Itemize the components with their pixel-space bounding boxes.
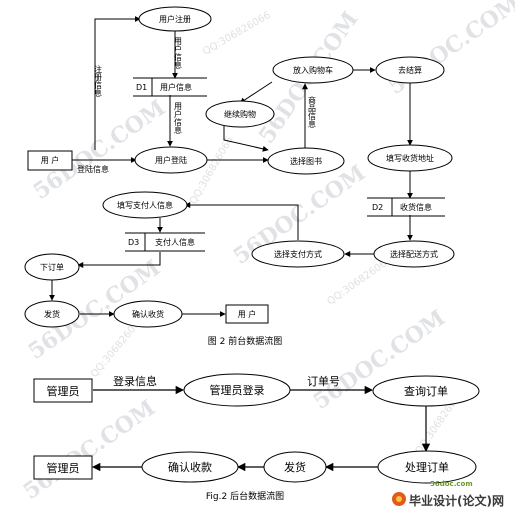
front-caption: 图 2 前台数据流图 bbox=[208, 335, 282, 347]
brand-watermark: 56doc.com 毕业设计(论文)网 bbox=[392, 480, 504, 508]
process-admin-login-label: 管理员登录 bbox=[210, 383, 265, 397]
flow-label-order-no: 订单号 bbox=[307, 375, 340, 388]
flow-d3-to-order bbox=[77, 252, 161, 268]
entity-admin-out: 管理员 bbox=[33, 455, 93, 480]
process-delivery: 选择配送方式 bbox=[373, 240, 455, 268]
brand-name: 毕业设计(论文)网 bbox=[409, 493, 504, 508]
flow-label-user-info-2: 用户信息 bbox=[174, 102, 183, 134]
datastore-d1-name: 用户信息 bbox=[160, 82, 192, 92]
flow-label-reg-info: 注册信息 bbox=[94, 64, 103, 97]
process-ship: 发货 bbox=[24, 300, 80, 328]
entity-admin-in-label: 管理员 bbox=[47, 384, 80, 398]
watermark-qq: QQ:306826066 bbox=[201, 10, 273, 58]
process-login-label: 用户登陆 bbox=[155, 155, 187, 165]
datastore-d2: D2 收货信息 bbox=[367, 197, 445, 217]
process-admin-login: 管理员登录 bbox=[183, 373, 291, 407]
datastore-d2-id: D2 bbox=[372, 203, 383, 212]
flow-user-to-register bbox=[94, 16, 141, 150]
process-paymethod-label: 选择支付方式 bbox=[274, 249, 322, 259]
process-cart: 放入购物车 bbox=[272, 56, 354, 84]
datastore-d3-name: 支付人信息 bbox=[155, 237, 195, 247]
back-caption: Fig.2 后台数据流图 bbox=[206, 490, 284, 502]
entity-user-in: 用 户 bbox=[27, 150, 73, 171]
flow-cart-to-continue bbox=[239, 81, 273, 104]
process-process-order-label: 处理订单 bbox=[405, 461, 449, 474]
process-register-label: 用户注册 bbox=[159, 14, 191, 24]
flow-label-user-info-1: 用户信息 bbox=[174, 37, 183, 69]
datastore-d2-name: 收货信息 bbox=[400, 202, 432, 212]
watermark-site: 56DOC.COM bbox=[384, 0, 515, 100]
entity-admin-in: 管理员 bbox=[33, 378, 93, 403]
process-confirm-label: 确认收货 bbox=[132, 309, 164, 319]
process-query-order: 查询订单 bbox=[372, 375, 480, 407]
flow-label-login-info: 登录信息 bbox=[113, 374, 157, 388]
datastore-d1-id: D1 bbox=[136, 83, 147, 92]
datastore-d3-id: D3 bbox=[128, 238, 139, 247]
process-confirm-payment-label: 确认收款 bbox=[168, 460, 212, 474]
process-checkout-label: 去结算 bbox=[398, 65, 422, 75]
process-delivery-label: 选择配送方式 bbox=[390, 249, 438, 259]
process-ship-label: 发货 bbox=[44, 309, 60, 319]
process-order: 下订单 bbox=[24, 253, 80, 281]
process-payer: 填写支付人信息 bbox=[102, 191, 188, 219]
datastore-d1: D1 用户信息 bbox=[133, 77, 207, 97]
process-continue-label: 继续购物 bbox=[224, 109, 256, 119]
process-address: 填写收货地址 bbox=[367, 144, 453, 172]
process-select-goods: 选择图书 bbox=[267, 147, 345, 175]
flow-label-goods-info: 商品信息 bbox=[308, 95, 317, 128]
flow-paymethod-to-payer bbox=[184, 202, 299, 240]
process-cart-label: 放入购物车 bbox=[293, 65, 333, 75]
process-confirm-payment: 确认收款 bbox=[141, 451, 239, 483]
process-address-label: 填写收货地址 bbox=[386, 153, 434, 163]
process-process-order: 处理订单 bbox=[377, 450, 477, 484]
process-order-label: 下订单 bbox=[40, 262, 64, 272]
process-paymethod: 选择支付方式 bbox=[251, 240, 345, 268]
process-query-order-label: 查询订单 bbox=[404, 384, 448, 398]
process-login: 用户登陆 bbox=[134, 146, 208, 174]
entity-user-out: 用 户 bbox=[225, 304, 269, 324]
entity-user-out-label: 用 户 bbox=[238, 309, 257, 319]
process-confirm: 确认收货 bbox=[113, 300, 183, 328]
flow-continue-to-select bbox=[223, 126, 269, 152]
datastore-d3: D3 支付人信息 bbox=[125, 232, 205, 252]
brand-domain: 56doc.com bbox=[430, 480, 473, 488]
entity-user-in-label: 用 户 bbox=[41, 155, 60, 165]
process-payer-label: 填写支付人信息 bbox=[117, 200, 173, 210]
flow-label-login-info: 登陆信息 bbox=[77, 164, 109, 174]
process-register: 用户注册 bbox=[138, 6, 212, 32]
front-data-flow-diagram: D1 用户信息 D2 收货信息 D3 支付人信息 用户注册 用户登陆 bbox=[24, 6, 455, 347]
process-back-ship-label: 发货 bbox=[284, 460, 306, 474]
process-continue: 继续购物 bbox=[205, 100, 275, 128]
back-data-flow-diagram: 管理员 管理员登录 查询订单 处理订单 发货 确认收款 管理员 登录信息 订单号… bbox=[33, 373, 480, 502]
entity-admin-out-label: 管理员 bbox=[47, 461, 80, 475]
process-checkout: 去结算 bbox=[375, 56, 445, 84]
watermark-qq: QQ:306826066 bbox=[188, 135, 236, 207]
watermark-site: 56DOC.COM bbox=[19, 395, 161, 505]
process-back-ship: 发货 bbox=[263, 451, 327, 483]
process-select-goods-label: 选择图书 bbox=[290, 156, 322, 166]
